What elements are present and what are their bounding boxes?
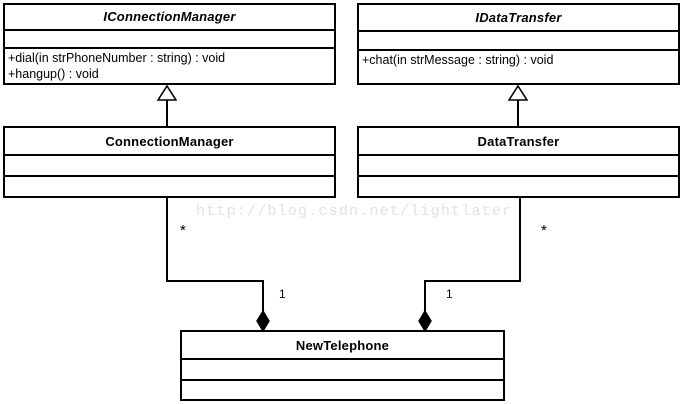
composition-diamond-right: [418, 310, 432, 332]
class-name-idatatransfer: IDataTransfer: [475, 10, 562, 25]
class-box-datatransfer[interactable]: DataTransfer: [357, 126, 680, 198]
composition-line-left-horizontal: [166, 280, 264, 282]
composition-diamond-left: [256, 310, 270, 332]
class-box-iconnectionmanager[interactable]: IConnectionManager +dial(in strPhoneNumb…: [3, 3, 336, 85]
generalization-line-left: [166, 100, 168, 127]
attributes-compartment-iconnectionmanager: [5, 28, 334, 47]
operations-compartment-newtelephone: [182, 379, 503, 399]
operations-compartment-idatatransfer: +chat(in strMessage : string) : void: [359, 49, 678, 83]
class-name-connectionmanager: ConnectionManager: [105, 133, 234, 149]
composition-line-right-vertical-lower: [424, 280, 426, 313]
generalization-line-right: [517, 100, 519, 127]
multiplicity-label-right-star: *: [541, 222, 547, 239]
multiplicity-label-left-one: 1: [279, 287, 286, 301]
operation-item: +hangup() : void: [8, 67, 99, 82]
operation-item: +chat(in strMessage : string) : void: [362, 53, 554, 67]
attributes-compartment-connectionmanager: [5, 154, 334, 175]
watermark-text: http://blog.csdn.net/lightlater: [196, 203, 513, 220]
class-box-newtelephone[interactable]: NewTelephone: [180, 330, 505, 401]
class-name-newtelephone: NewTelephone: [295, 337, 390, 353]
operations-compartment-connectionmanager: [5, 175, 334, 196]
generalization-arrowhead-right: [508, 85, 528, 101]
composition-line-left-vertical-upper: [166, 198, 168, 282]
operations-compartment-iconnectionmanager: +dial(in strPhoneNumber : string) : void…: [5, 47, 334, 83]
operations-compartment-datatransfer: [359, 175, 678, 196]
multiplicity-label-left-star: *: [180, 222, 186, 239]
composition-line-right-horizontal: [424, 280, 521, 282]
attributes-compartment-idatatransfer: [359, 30, 678, 49]
class-name-iconnectionmanager: IConnectionManager: [103, 9, 236, 25]
class-name-datatransfer: DataTransfer: [477, 133, 560, 149]
multiplicity-label-right-one: 1: [446, 287, 453, 301]
attributes-compartment-newtelephone: [182, 358, 503, 379]
composition-line-right-vertical-upper: [519, 198, 521, 282]
operation-item: +dial(in strPhoneNumber : string) : void: [8, 51, 226, 66]
attributes-compartment-datatransfer: [359, 154, 678, 175]
class-box-idatatransfer[interactable]: IDataTransfer +chat(in strMessage : stri…: [357, 3, 680, 85]
class-box-connectionmanager[interactable]: ConnectionManager: [3, 126, 336, 198]
composition-line-left-vertical-lower: [262, 280, 264, 313]
generalization-arrowhead-left: [157, 85, 177, 101]
